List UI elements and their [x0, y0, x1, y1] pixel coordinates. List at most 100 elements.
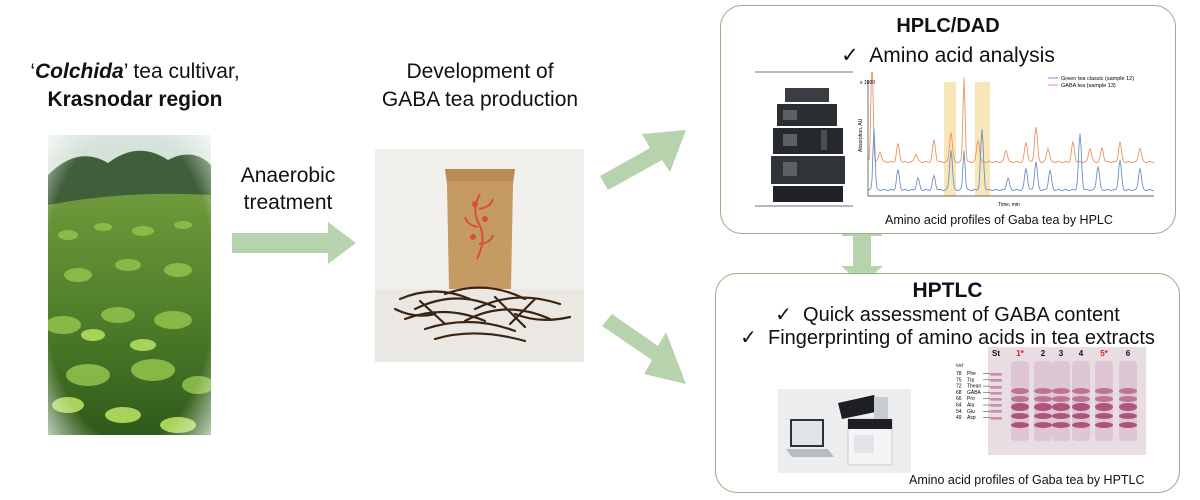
compound-label: Trp: [967, 377, 975, 383]
sample-band: [1034, 403, 1052, 411]
standard-band: [990, 386, 1002, 389]
standard-band: [990, 373, 1002, 376]
sample-band: [1095, 422, 1113, 428]
sample-band: [1072, 413, 1090, 419]
check-icon: ✓: [775, 304, 792, 326]
cultivar-region: Krasnodar region: [47, 88, 223, 111]
sample-band: [1034, 413, 1052, 419]
sample-band: [1072, 388, 1090, 394]
hptlc-item-1: ✓ Quick assessment of GABA content: [716, 302, 1179, 327]
sample-band: [1052, 422, 1070, 428]
lane-label: 3: [1059, 349, 1064, 358]
sample-band: [1095, 403, 1113, 411]
development-line-2: GABA tea production: [381, 88, 579, 111]
tea-field-photo: [48, 135, 211, 435]
hplc-caption: Amino acid profiles of Gaba tea by HPLC: [885, 213, 1113, 227]
hplc-title: HPLC/DAD: [896, 15, 1000, 37]
sample-band: [1072, 422, 1090, 428]
lane-label: 4: [1079, 349, 1084, 358]
lane-label: 5*: [1100, 349, 1108, 358]
sample-band: [1119, 422, 1137, 428]
green-tea-trace: [867, 128, 1155, 192]
standard-band: [990, 392, 1002, 395]
sample-band: [1011, 422, 1029, 428]
treatment-line-2: treatment: [243, 191, 333, 214]
rf-value: 75: [956, 377, 962, 383]
sample-band: [1119, 388, 1137, 394]
sample-band: [1119, 413, 1137, 419]
rf-header: hRf: [956, 363, 964, 368]
compound-label: Asp: [967, 415, 976, 421]
sample-band: [1052, 413, 1070, 419]
standard-band: [990, 398, 1002, 401]
chart-xlabel: Time, min: [998, 202, 1020, 208]
lane-label: 2: [1041, 349, 1046, 358]
chart-corner-label: x 1000: [860, 80, 875, 86]
treatment-line-1: Anaerobic: [240, 164, 336, 187]
hptlc-item-1-text: Quick assessment of GABA content: [803, 304, 1120, 326]
arrow-to-hptlc: [602, 314, 686, 384]
development-line-1: Development of: [406, 60, 554, 83]
sample-band: [1034, 396, 1052, 402]
rf-value: 78: [956, 371, 962, 377]
gaba-tea-trace: [867, 72, 1155, 164]
sample-band: [1072, 403, 1090, 411]
development-title: Development of GABA tea production: [360, 58, 600, 114]
hplc-chromatogram: x 1000 Absorption, AU Time, min Green te…: [858, 72, 1155, 208]
hptlc-caption: Amino acid profiles of Gaba tea by HPTLC: [909, 473, 1145, 487]
hplc-item-text: Amino acid analysis: [869, 44, 1055, 67]
cultivar-suffix: tea cultivar,: [127, 60, 240, 83]
rf-value: 54: [956, 409, 962, 415]
sample-band: [1011, 413, 1029, 419]
sample-band: [1095, 388, 1113, 394]
rf-value: 49: [956, 415, 962, 421]
sample-band: [1011, 403, 1029, 411]
standard-band: [990, 379, 1002, 382]
lane-label: 1*: [1016, 349, 1024, 358]
hplc-item: ✓ Amino acid analysis: [721, 43, 1175, 68]
compound-label: Ala: [967, 403, 974, 409]
sample-band: [1052, 396, 1070, 402]
sample-band: [1095, 396, 1113, 402]
chart-ylabel: Absorption, AU: [858, 118, 864, 152]
standard-band: [990, 410, 1002, 413]
double-arrow-hplc-hptlc: [841, 218, 883, 284]
hptlc-item-2-text: Fingerprinting of amino acids in tea ext…: [768, 327, 1155, 349]
standard-band: [990, 417, 1002, 420]
arrow-to-hplc: [600, 130, 686, 190]
cultivar-quote-open: ‘: [30, 60, 36, 83]
sample-band: [1095, 413, 1113, 419]
lane-label: 6: [1126, 349, 1131, 358]
compound-label: Pro: [967, 396, 975, 402]
cultivar-name: Colchida: [35, 60, 124, 83]
cultivar-quote-close: ’: [123, 60, 128, 83]
sample-band: [1011, 388, 1029, 394]
rf-value: 72: [956, 384, 962, 390]
sample-band: [1072, 396, 1090, 402]
treatment-label: Anaerobic treatment: [218, 162, 358, 216]
gaba-tea-package-photo: [375, 149, 584, 362]
legend-green-tea: Green tea classic (sample 12): [1061, 76, 1134, 82]
sample-band: [1034, 422, 1052, 428]
sample-band: [1119, 403, 1137, 411]
hptlc-title: HPTLC: [912, 279, 983, 302]
standard-band: [990, 404, 1002, 407]
check-icon: ✓: [740, 327, 757, 349]
cultivar-title: ‘Colchida’ tea cultivar, Krasnodar regio…: [0, 58, 270, 114]
sample-band: [1034, 388, 1052, 394]
rf-value: 64: [956, 403, 962, 409]
compound-label: Glu: [967, 409, 975, 415]
rf-value: 68: [956, 390, 962, 396]
compound-label: Phe: [967, 371, 976, 377]
sample-band: [1052, 403, 1070, 411]
arrow-treatment: [232, 222, 356, 264]
hptlc-instrument-image: [778, 389, 911, 473]
sample-band: [1011, 396, 1029, 402]
rf-value: 66: [956, 396, 962, 402]
sample-band: [1119, 396, 1137, 402]
sample-band: [1052, 388, 1070, 394]
compound-label: GABA: [967, 390, 982, 396]
check-icon: ✓: [841, 44, 859, 67]
hplc-instrument-image: [755, 71, 853, 207]
